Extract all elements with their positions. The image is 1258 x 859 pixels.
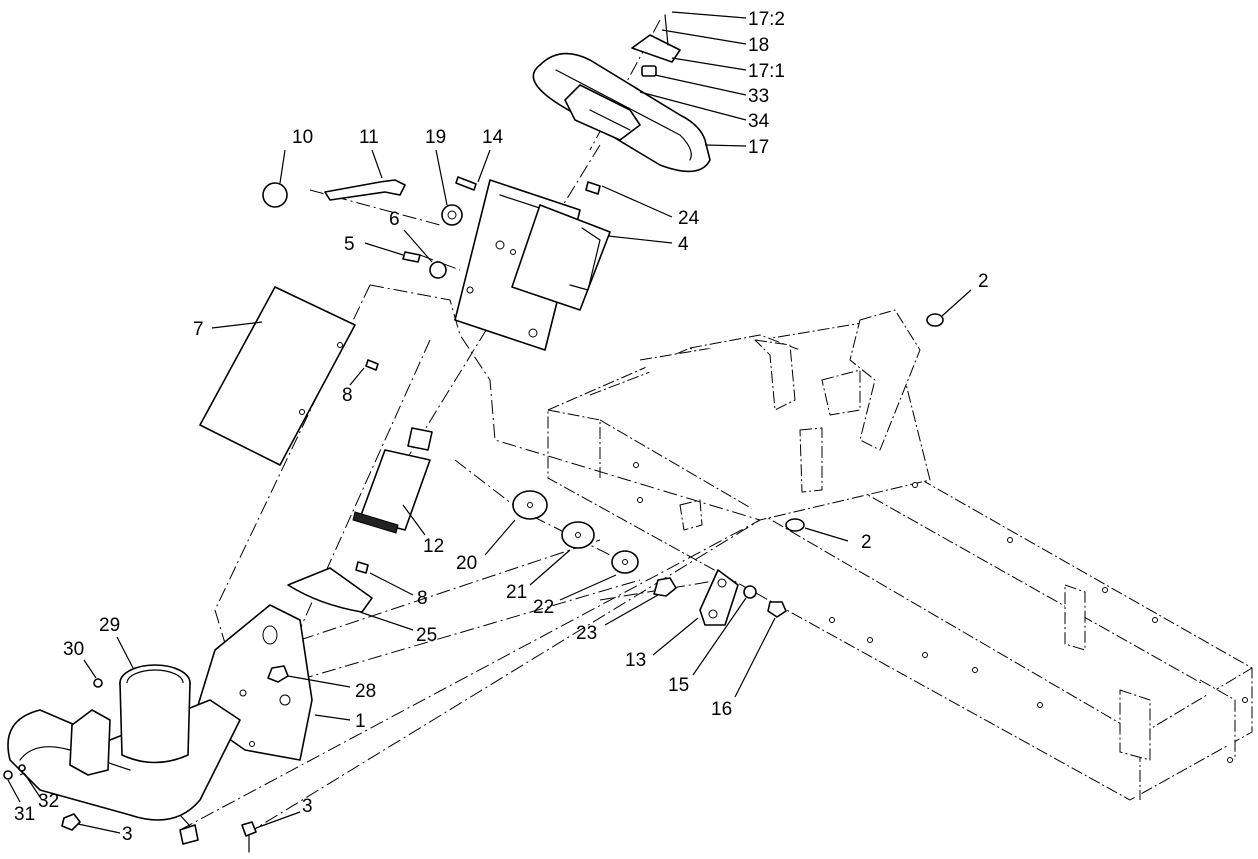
callout-2-upper: 2 [978,271,989,292]
callout-10: 10 [292,127,313,148]
washer-20 [512,490,548,520]
callout-29: 29 [99,615,120,636]
callout-5: 5 [344,234,355,255]
callout-12: 12 [423,536,444,557]
callout-labels: 17:2 18 17:1 33 34 17 10 11 19 14 24 4 6… [14,9,989,845]
callout-32: 32 [38,791,59,812]
nut-2-lower [785,518,805,532]
callout-19: 19 [425,127,446,148]
cup-holder [119,664,191,764]
callout-23: 23 [576,623,597,644]
callout-3-right: 3 [302,796,313,817]
machine-frame [547,309,1253,801]
callout-17: 17 [748,137,769,158]
callout-6: 6 [389,209,400,230]
nut-23 [653,577,677,597]
callout-30: 30 [63,639,84,660]
leader-lines [7,11,972,834]
frame-holes [633,462,1248,763]
callout-33: 33 [748,86,769,107]
callout-28: 28 [355,681,376,702]
steering-unit [352,427,433,534]
column-bracket-4 [511,204,611,311]
callout-31: 31 [14,804,35,825]
nut-2-upper [926,313,944,327]
nut-28 [267,665,289,683]
washer-22 [611,550,639,574]
callout-34: 34 [748,111,770,132]
bracket-25 [287,567,373,613]
callout-7: 7 [193,319,204,340]
callout-8-upper: 8 [342,385,353,406]
small-fasteners [3,678,257,853]
callout-22: 22 [533,597,554,618]
callout-11: 11 [359,127,379,148]
callout-4: 4 [678,234,689,255]
screw-8-upper [365,359,379,371]
callout-18: 18 [748,35,769,56]
callout-17-1: 17:1 [748,61,785,82]
cover-panel [199,286,356,466]
washer-21 [561,521,595,549]
callout-16: 16 [711,699,732,720]
callout-24: 24 [678,208,700,229]
shift-lever [324,179,406,201]
washer-15 [743,585,757,599]
callout-21: 21 [506,582,527,603]
callout-1: 1 [355,711,366,732]
callout-20: 20 [456,553,477,574]
cup-holder-bracket [69,709,111,776]
callout-15: 15 [668,675,689,696]
screw-8-lower [355,561,369,574]
steering-wheel-hub-parts [631,14,681,77]
callout-13: 13 [625,650,646,671]
arm-13 [699,569,739,626]
callout-17-2: 17:2 [748,9,785,30]
callout-3-left: 3 [122,824,133,845]
callout-2-lower: 2 [861,532,872,553]
callout-8-lower: 8 [417,588,428,609]
nut-16 [767,601,787,618]
bolts-and-spacers [402,176,601,279]
callout-14: 14 [482,127,504,148]
callout-25: 25 [416,625,437,646]
steering-wheel [532,52,711,173]
shift-knob [262,182,288,208]
